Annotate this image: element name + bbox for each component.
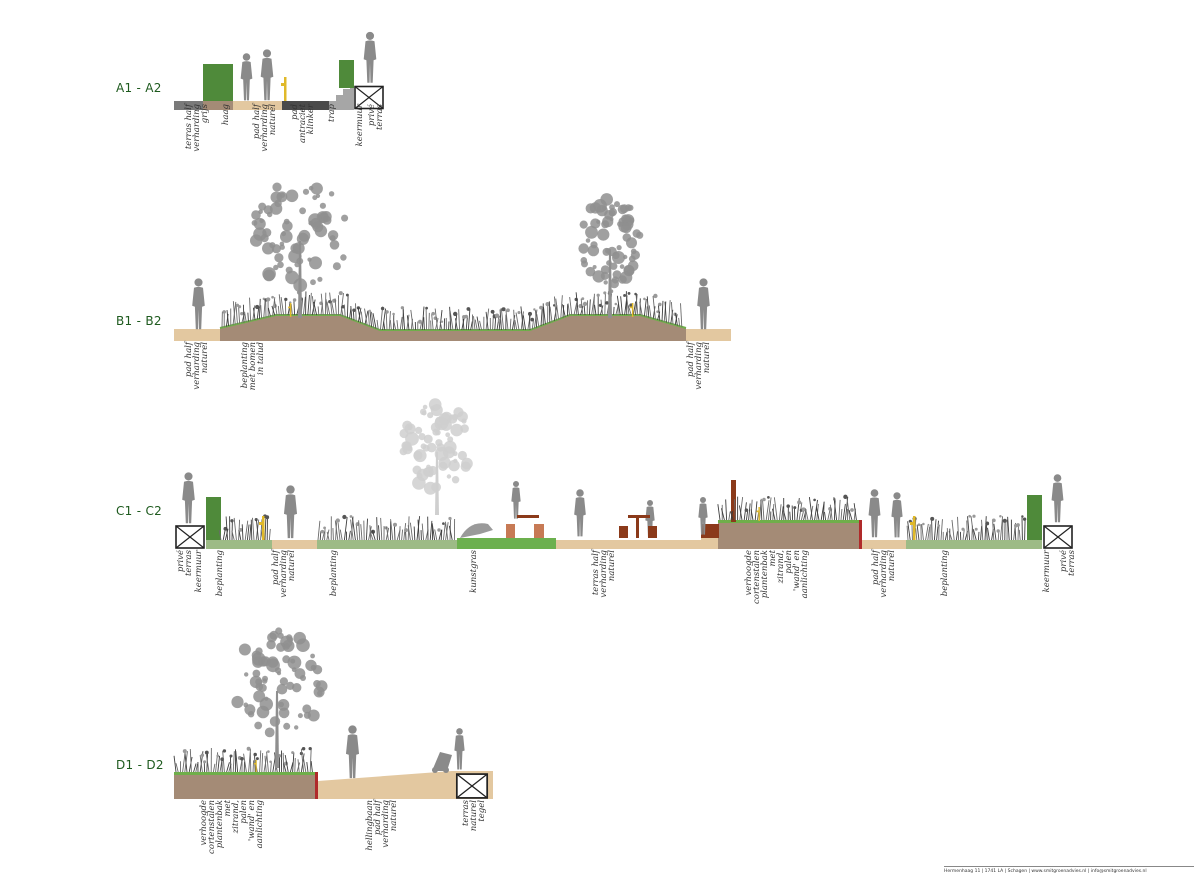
- section-d: [173, 627, 493, 799]
- d-plantenbak-top: [174, 772, 317, 775]
- label-c-pad-1: pad half verharding naturel: [271, 550, 297, 598]
- c-grass-2: [317, 540, 457, 549]
- b-pad-right: [685, 329, 731, 341]
- c-kunstgras-figure: [460, 523, 493, 538]
- label-d-terras: terras naturel tegel: [461, 800, 487, 832]
- c-furniture: [506, 515, 657, 538]
- d-plantenbak-earth: [174, 775, 317, 799]
- c-pad-1: [272, 540, 317, 549]
- label-c-terras: terras half verharding naturel: [591, 550, 617, 598]
- label-b-pad-right: pad half verharding naturel: [686, 342, 712, 390]
- d-box: [455, 773, 489, 799]
- label-d-hellingbaan: hellingbaan pad half verharding naturel: [365, 800, 399, 851]
- section-label-d: D1 - D2: [116, 758, 164, 772]
- a-hedge-2: [339, 60, 354, 88]
- a-light-post: [281, 77, 287, 101]
- c-kunstgras: [457, 538, 556, 549]
- c-zitrand: [701, 524, 719, 538]
- label-a-haag: haag: [221, 104, 231, 126]
- d-plantenbak-edge: [315, 772, 318, 799]
- label-c-keermuur-left: keermuur: [194, 550, 204, 593]
- label-a-pad-naturel: pad half verharding naturel: [252, 104, 278, 152]
- d-tree: [231, 627, 328, 768]
- label-c-kunstgras: kunstgras: [469, 550, 479, 593]
- section-a: [174, 31, 384, 110]
- label-c-prive-left: privé terras: [176, 550, 194, 577]
- c-hedge-right: [1027, 495, 1042, 540]
- c-planting-2: [317, 514, 456, 541]
- footer-rule: [944, 866, 1194, 867]
- label-c-beplanting-2: beplanting: [329, 550, 339, 597]
- a-pad-antraciet: [282, 101, 329, 110]
- d-figures: [345, 725, 465, 779]
- c-paal-wand: [731, 480, 736, 522]
- d-hellingbaan: [318, 771, 493, 799]
- b-pad-left: [174, 329, 221, 341]
- footer-address: Hermenhaag 11 | 1741 LA | Schagen | www.…: [944, 869, 1147, 874]
- label-b-beplanting: beplanting met bomen in talud: [240, 342, 266, 391]
- b-tree-right: [578, 193, 644, 318]
- c-box-right: [1043, 525, 1073, 549]
- section-label-b: B1 - B2: [116, 314, 162, 328]
- label-a-trap: trap: [327, 104, 337, 122]
- label-c-beplanting-1: beplanting: [215, 550, 225, 597]
- c-plantenbak-top: [718, 520, 861, 523]
- b-talud-edge: [219, 314, 687, 331]
- section-label-a: A1 - A2: [116, 81, 162, 95]
- c-tree: [399, 398, 473, 515]
- a-haag-base: [203, 101, 233, 110]
- label-c-keermuur-right: keermuur: [1042, 550, 1052, 593]
- c-plantenbak-edge: [859, 520, 862, 549]
- a-hedge: [203, 64, 233, 101]
- label-a-keermuur: keermuur: [355, 104, 365, 147]
- c-grass-1: [206, 540, 272, 549]
- label-a-terras: terras half verharding grijs: [184, 104, 210, 152]
- c-planting-1: [218, 514, 271, 541]
- c-grass-3: [906, 540, 1042, 549]
- b-talud: [220, 315, 686, 341]
- label-b-pad-left: pad half verharding naturel: [184, 342, 210, 390]
- c-box-left: [175, 525, 205, 549]
- a-trap: [329, 84, 354, 110]
- label-c-pad-2: pad half verharding naturel: [871, 550, 897, 598]
- d-planting: [173, 746, 313, 773]
- c-planting-4: [906, 514, 1027, 541]
- section-label-c: C1 - C2: [116, 504, 163, 518]
- b-planting: [221, 289, 683, 331]
- label-d-plantenbak: verhoogde cortenstalen plantenbak met zi…: [199, 800, 265, 854]
- a-terras-grijs: [174, 101, 203, 110]
- c-planting-3: [717, 494, 857, 521]
- b-tree-left: [250, 182, 349, 318]
- label-c-plantenbak: verhoogde cortenstalen plantenbak met zi…: [744, 550, 810, 604]
- label-c-beplanting-3: beplanting: [940, 550, 950, 597]
- label-c-prive-right: privé terras: [1059, 550, 1077, 577]
- label-a-pad-antraciet: pad antraciet klinker: [290, 104, 316, 144]
- section-c: [175, 398, 1073, 549]
- c-pad-2: [701, 538, 718, 549]
- c-terras: [556, 540, 701, 549]
- section-b: [174, 182, 731, 341]
- a-pad-naturel: [233, 101, 282, 110]
- label-a-prive: privé terras: [367, 104, 385, 131]
- c-plantenbak-earth: [718, 523, 861, 549]
- c-pad-3: [862, 540, 906, 549]
- c-hedge-left: [206, 497, 221, 540]
